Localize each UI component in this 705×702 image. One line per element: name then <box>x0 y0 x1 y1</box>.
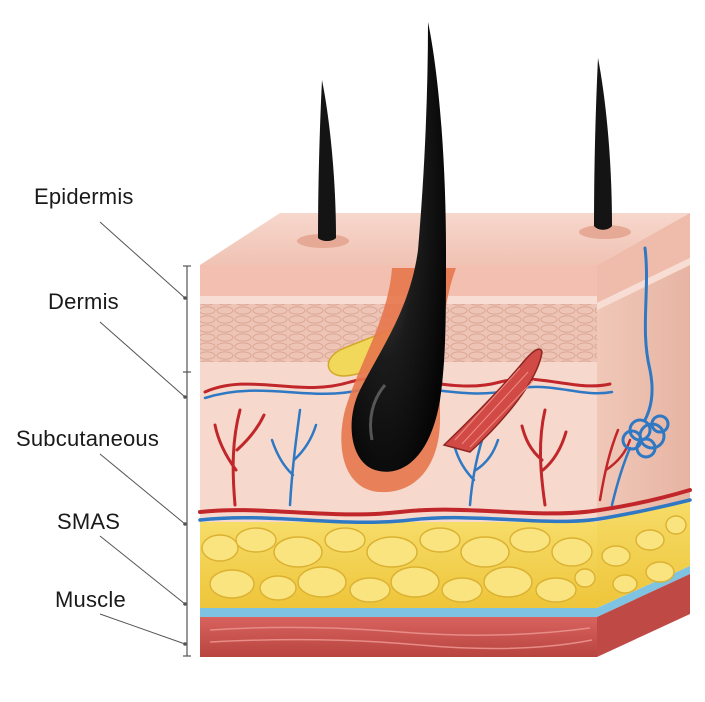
dermal-branching-vessels <box>213 408 632 507</box>
leader-lines <box>99 221 186 645</box>
label-epidermis: Epidermis <box>34 184 134 209</box>
leader-dots <box>183 296 187 646</box>
left-hair-shaft <box>318 80 336 241</box>
layer-bracket <box>183 265 191 657</box>
side-face <box>597 213 690 657</box>
label-smas: SMAS <box>57 509 121 534</box>
deep-vessels <box>198 488 692 525</box>
right-hair-shaft <box>594 58 612 230</box>
label-subcutaneous: Subcutaneous <box>16 426 160 451</box>
main-hair-shaft <box>351 22 446 472</box>
fat-cells <box>201 515 687 603</box>
pore <box>579 225 631 239</box>
smas-layer <box>200 608 597 617</box>
sweat-gland <box>621 246 670 459</box>
muscle-layer <box>200 617 597 657</box>
label-muscle: Muscle <box>55 587 126 612</box>
arrector-pili-muscle <box>442 348 543 453</box>
label-dermis: Dermis <box>48 289 119 314</box>
